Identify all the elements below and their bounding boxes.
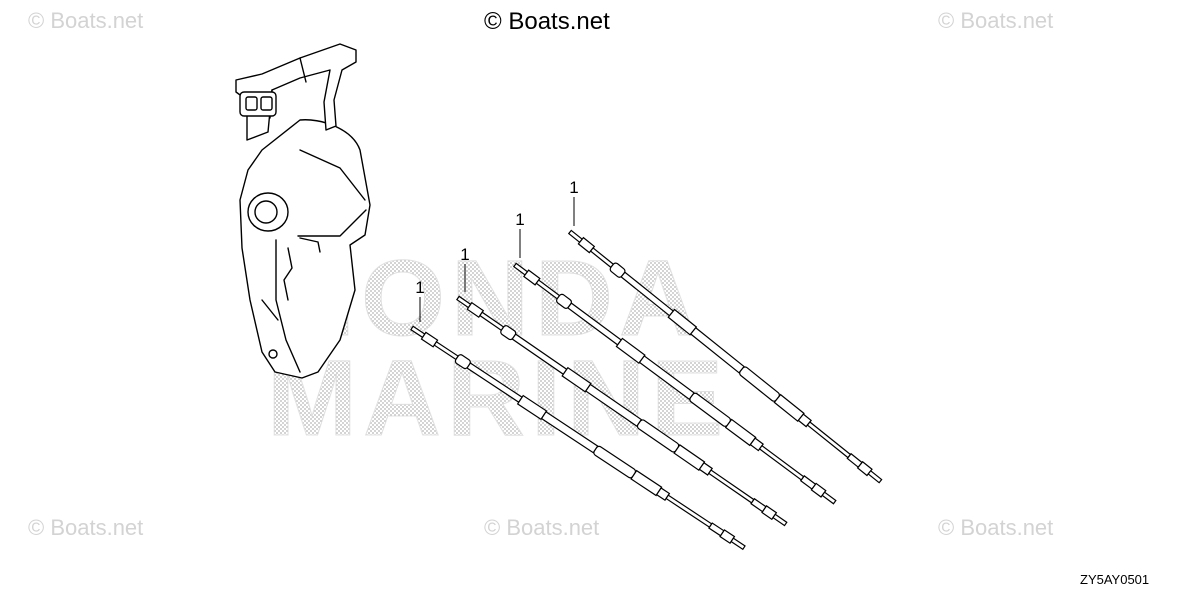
remote-control-box-illustration — [235, 43, 371, 379]
background-mark-line2: MARINE — [267, 337, 729, 458]
callout-label-4: 1 — [415, 278, 424, 297]
control-cable-2 — [512, 262, 837, 505]
watermark-bottom-right: © Boats.net — [938, 515, 1054, 540]
watermark-top-left: © Boats.net — [28, 8, 144, 33]
callout-leaders — [419, 197, 575, 322]
watermark-bottom-left: © Boats.net — [28, 515, 144, 540]
watermark-bottom-center: © Boats.net — [484, 515, 600, 540]
control-cable-4 — [410, 325, 746, 551]
callout-label-1: 1 — [569, 178, 578, 197]
callout-label-3: 1 — [460, 245, 469, 264]
control-cable-1 — [567, 229, 883, 484]
watermark-top-right: © Boats.net — [938, 8, 1054, 33]
control-cable-3 — [456, 295, 788, 527]
copyright-watermark: © Boats.net — [484, 8, 610, 35]
diagram-code: ZY5AY0501 — [1080, 572, 1150, 587]
callout-label-2: 1 — [515, 210, 524, 229]
